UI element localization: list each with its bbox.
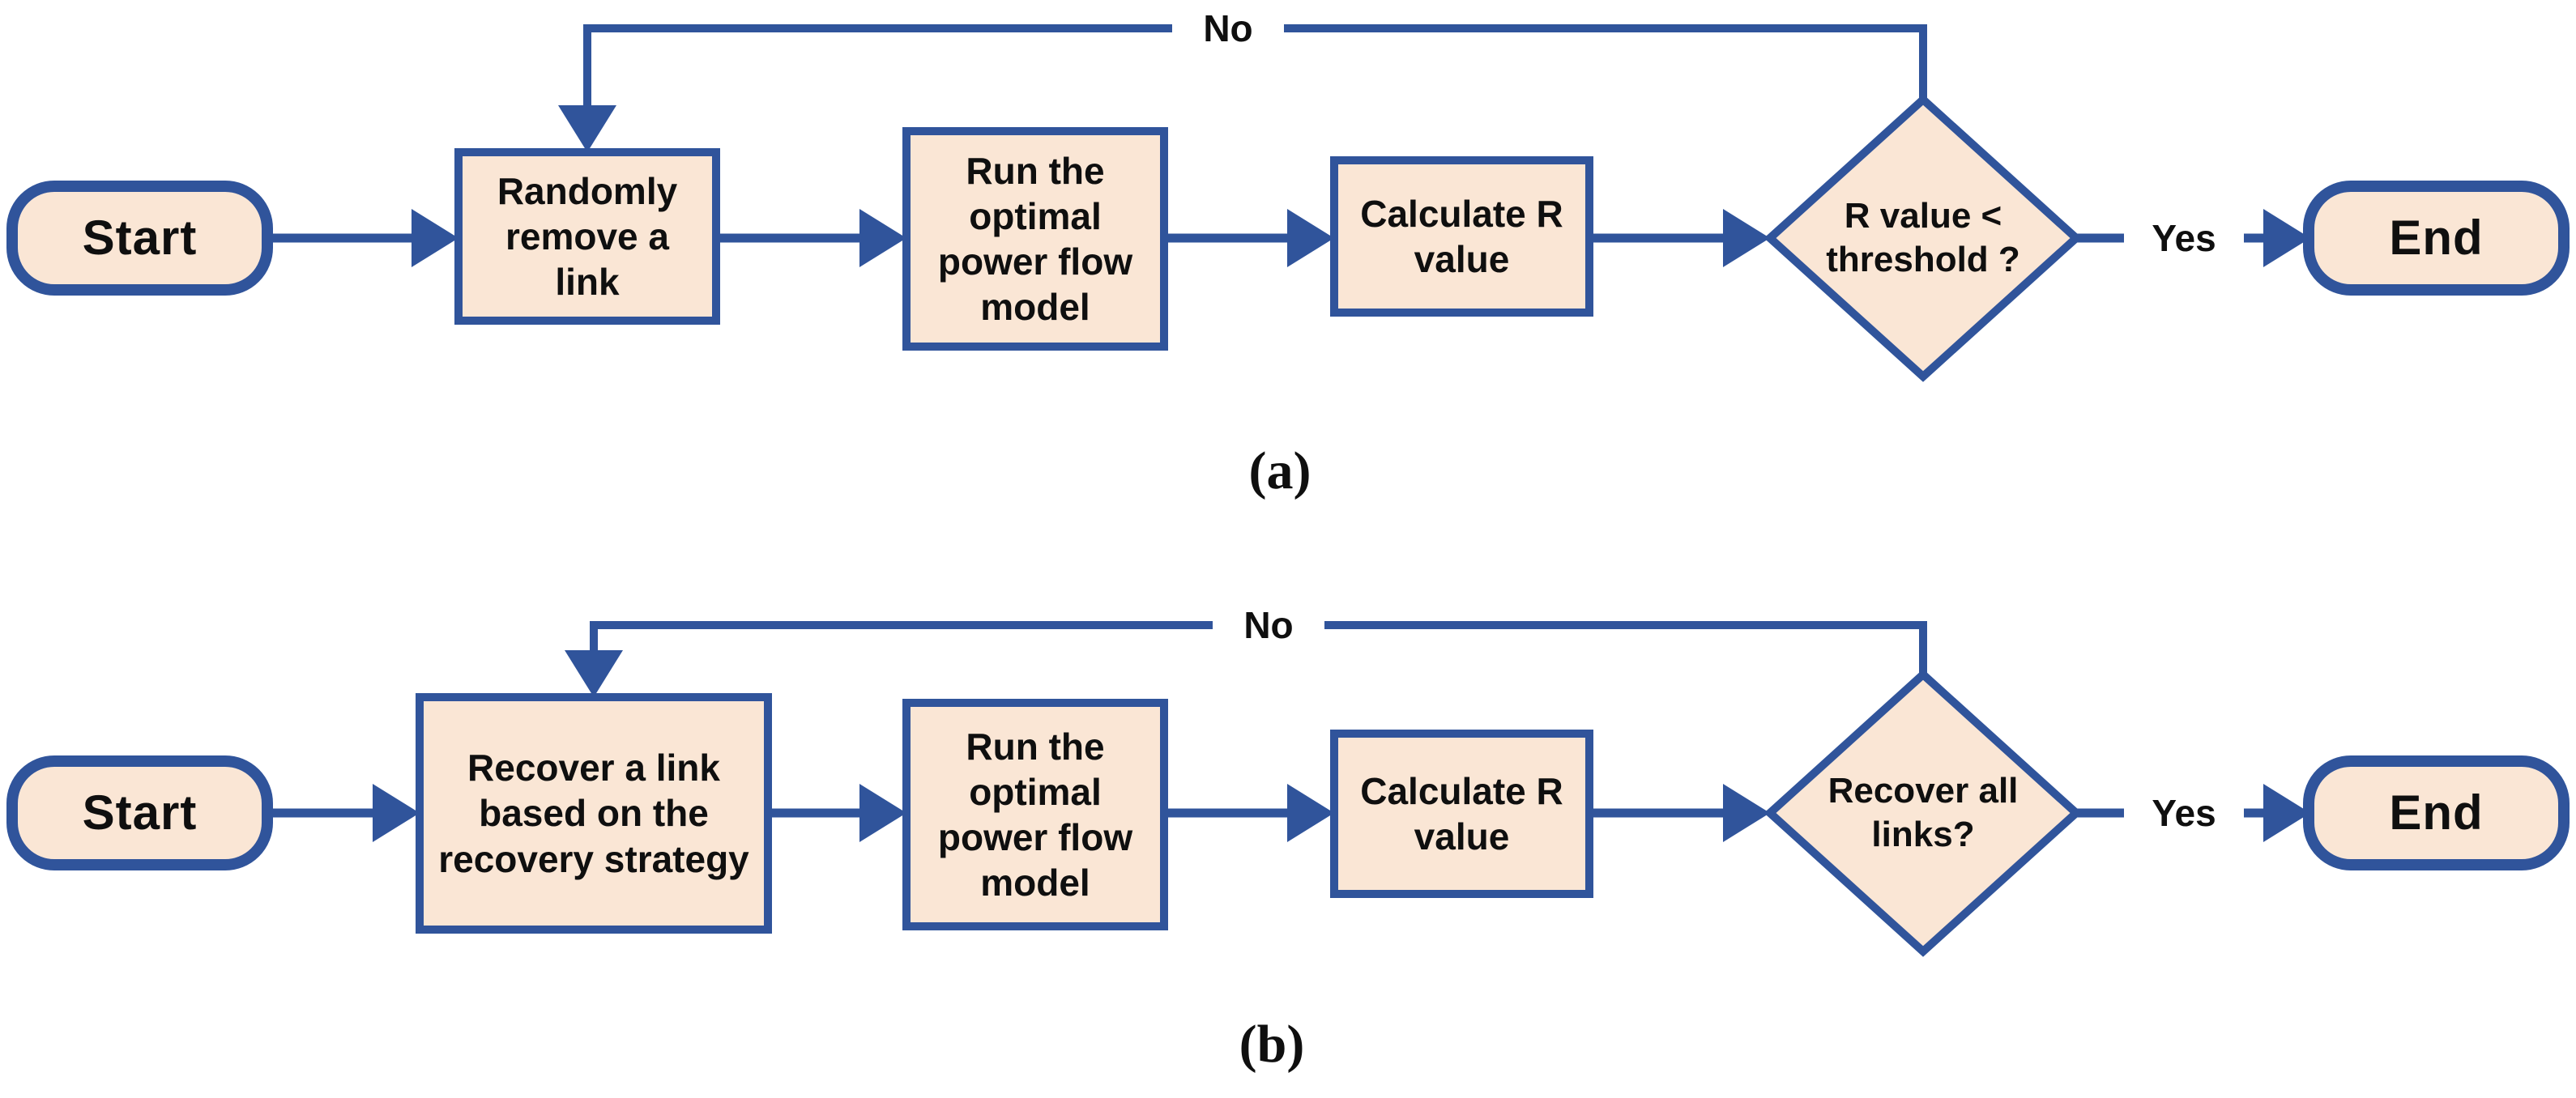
process-node-calc-r-b: [1330, 730, 1593, 898]
step1-label-b: Recover a link based on the recovery str…: [438, 747, 749, 880]
arrowhead-step1-a: [412, 209, 458, 267]
loop-arrowhead-a: [558, 105, 616, 152]
process-node-calc-r-a: [1330, 156, 1593, 317]
end-node-a: [2303, 181, 2570, 296]
decision-label-b: Recover all links?: [1828, 771, 2019, 854]
arrowhead-step3-a: [1287, 209, 1334, 267]
process-node-recover-link: [416, 693, 772, 934]
diagram-a-shapes: [6, 24, 2570, 382]
process-node-opf-b: [902, 699, 1168, 930]
decision-label-a: R value < threshold ?: [1826, 196, 2020, 279]
arrowhead-decision-a: [1723, 209, 1770, 267]
step1-label-a: Randomly remove a link: [497, 169, 678, 304]
no-edge-label-b: No: [1213, 599, 1324, 651]
arrowhead-step2-a: [859, 209, 906, 267]
yes-edge-label-a: Yes: [2124, 212, 2244, 264]
end-label-b: End: [2389, 785, 2484, 841]
step2-label-b: Run the optimal power flow model: [937, 725, 1133, 904]
step2-label-a: Run the optimal power flow model: [937, 149, 1133, 329]
loop-arrowhead-b: [565, 650, 623, 697]
arrowhead-step1-b: [373, 784, 420, 842]
caption-a: (a): [1248, 440, 1311, 500]
arrowhead-decision-b: [1723, 784, 1770, 842]
start-label-a: Start: [82, 211, 198, 266]
process-node-remove-link: [454, 148, 720, 325]
end-node-b: [2303, 755, 2570, 870]
arrowhead-end-a: [2263, 209, 2310, 267]
step3-label-a: Calculate R value: [1360, 192, 1563, 280]
process-node-opf-a: [902, 127, 1168, 351]
diagram-b-shapes: [6, 621, 2570, 957]
end-label-a: End: [2389, 211, 2484, 266]
step3-label-b: Calculate R value: [1360, 769, 1563, 858]
start-node-b: [6, 755, 273, 870]
yes-edge-label-b: Yes: [2124, 787, 2244, 839]
decision-node-b: [1764, 669, 2083, 957]
start-label-b: Start: [82, 785, 198, 841]
arrowhead-step3-b: [1287, 784, 1334, 842]
decision-node-a: [1764, 94, 2083, 382]
arrowhead-step2-b: [859, 784, 906, 842]
caption-b: (b): [1239, 1014, 1305, 1074]
arrowhead-end-b: [2263, 784, 2310, 842]
start-node-a: [6, 181, 273, 296]
no-edge-label-a: No: [1172, 2, 1284, 54]
